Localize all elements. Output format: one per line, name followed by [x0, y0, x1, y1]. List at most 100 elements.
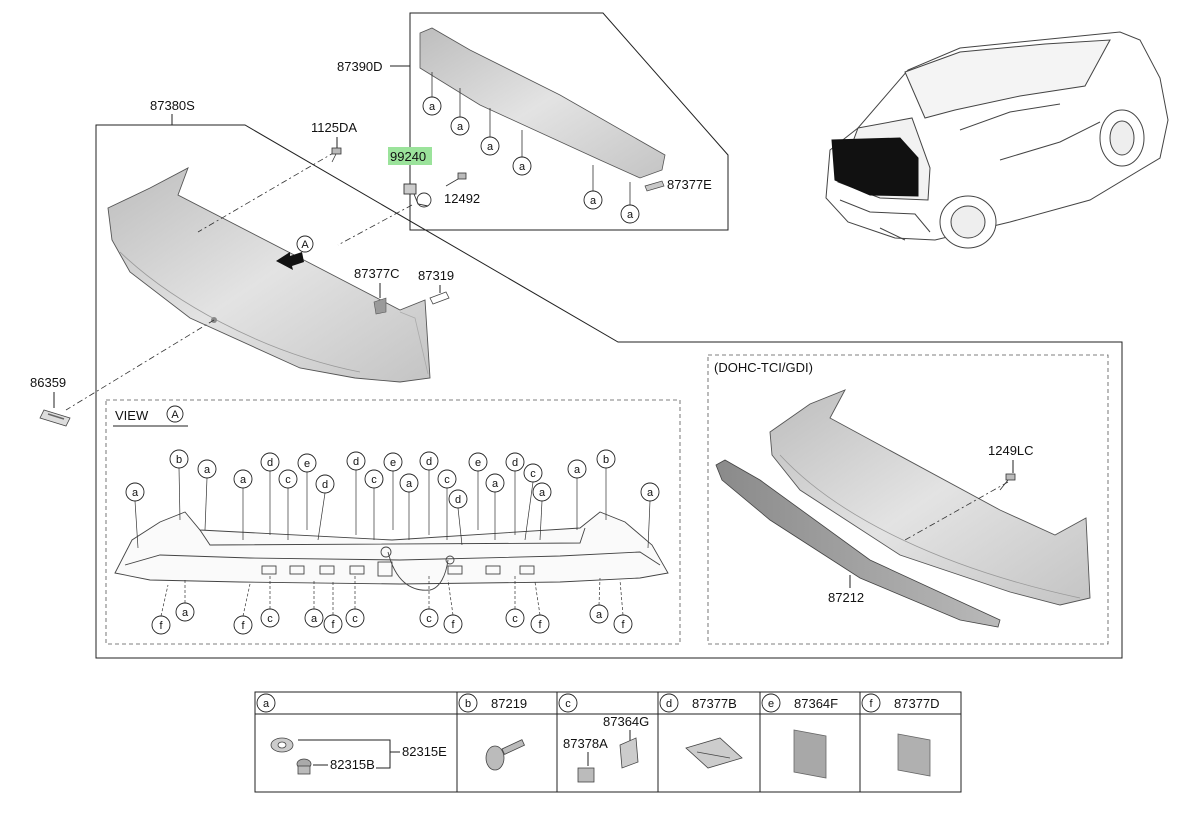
view-bottom-callout-text: f [331, 619, 335, 631]
bolt-1249LC [999, 473, 1016, 491]
callout-99240: 99240 [390, 149, 426, 164]
view-top-callout-text: c [444, 474, 450, 486]
view-top-callout-text: d [267, 457, 273, 469]
view-top-callout-text: b [603, 454, 609, 466]
legend-part-e: 87364F [794, 696, 838, 711]
legend-letter-a: a [256, 693, 276, 713]
callout-87390D: 87390D [337, 59, 383, 74]
view-top-callout-text: d [426, 456, 432, 468]
view-top-callout: a [233, 469, 253, 489]
view-top-callout-text: c [371, 474, 377, 486]
callout-87319: 87319 [418, 268, 454, 283]
legend-letter-c: c [558, 693, 578, 713]
pad-87377E [644, 180, 665, 192]
view-top-callout: d [315, 474, 335, 494]
legend-c-clip [577, 767, 595, 783]
view-arrow-A [276, 252, 304, 270]
rear-spoiler-87380S [107, 167, 431, 383]
arrow-ref-letter: A [301, 239, 309, 251]
view-top-callout: e [383, 452, 403, 472]
view-top-callout: d [260, 452, 280, 472]
main-frame [95, 124, 1123, 659]
callout-1125DA: 1125DA [311, 120, 357, 135]
view-bottom-callout: c [260, 608, 280, 628]
view-bottom-callout-text: f [241, 620, 245, 632]
view-top-callout: a [197, 459, 217, 479]
legend-c-pad [619, 737, 639, 769]
screw-12492 [445, 172, 467, 187]
view-top-callout-text: d [512, 457, 518, 469]
view-top-callout: d [346, 451, 366, 471]
view-top-callout: b [169, 449, 189, 469]
highlight-99240 [388, 147, 432, 165]
view-top-callout-text: a [647, 487, 654, 499]
legend-letter-f: f [861, 693, 881, 713]
view-top-callout: c [364, 469, 384, 489]
view-top-callout-text: a [492, 478, 499, 490]
callout-87212: 87212 [828, 590, 864, 605]
view-leader [534, 581, 541, 616]
lip-clip-callout-text: a [590, 195, 597, 207]
view-bottom-callout: c [345, 608, 365, 628]
view-bottom-callout: f [151, 615, 171, 635]
view-leader [178, 467, 181, 521]
camera-99240 [403, 183, 432, 208]
legend-letter-a-text: a [263, 698, 270, 710]
legend-table [254, 691, 962, 793]
spoiler-underside [114, 511, 669, 591]
legend-letter-d-text: d [666, 698, 672, 710]
view-top-callout: a [640, 482, 660, 502]
view-leader [204, 477, 208, 531]
view-bottom-callout-text: a [182, 607, 189, 619]
lip-clip-callout-text: a [429, 101, 436, 113]
view-top-callout-text: c [285, 474, 291, 486]
view-leader [242, 583, 251, 617]
view-top-callout: d [505, 452, 525, 472]
legend-part-d: 87377B [692, 696, 737, 711]
lip-clip-callout-text: a [519, 161, 526, 173]
view-top-callout: d [448, 489, 468, 509]
view-leader [160, 584, 169, 617]
legend-e-art [793, 729, 827, 779]
spoiler-lip-part [419, 27, 666, 179]
legend-f-art [897, 733, 931, 777]
view-top-callout: a [125, 482, 145, 502]
lip-87212 [715, 459, 1001, 628]
legend-letter-c-text: c [565, 698, 571, 710]
callout-1249LC: 1249LC [988, 443, 1034, 458]
view-leader [539, 500, 543, 541]
view-bottom-callout: f [613, 614, 633, 634]
view-bottom-callout-text: c [426, 613, 432, 625]
view-top-callout-text: d [353, 456, 359, 468]
view-top-callout-text: d [322, 479, 328, 491]
view-top-callout: c [437, 469, 457, 489]
legend-d-art [685, 737, 743, 769]
view-bottom-callout-text: f [538, 619, 542, 631]
view-top-callout: a [485, 473, 505, 493]
view-top-callout: c [523, 463, 543, 483]
view-ref-letter: A [171, 409, 179, 421]
legend-a-sub-82315E: 82315E [402, 744, 447, 759]
view-leader [134, 500, 139, 549]
spoiler-variant [769, 389, 1091, 606]
lip-clip-callout: a [512, 156, 532, 176]
view-top-callout: d [419, 451, 439, 471]
view-top-callout-text: e [390, 457, 396, 469]
pad-87377C [373, 297, 387, 315]
view-bottom-callout-text: a [311, 613, 318, 625]
view-top-callout: a [532, 482, 552, 502]
callout-86359: 86359 [30, 375, 66, 390]
view-top-callout-text: a [406, 478, 413, 490]
view-leader [447, 579, 454, 616]
view-bottom-callout-text: f [451, 619, 455, 631]
view-top-callout: e [468, 452, 488, 472]
lip-clip-callout-text: a [627, 209, 634, 221]
view-top-callout: a [567, 459, 587, 479]
view-top-callout: b [596, 449, 616, 469]
view-leader [619, 579, 624, 616]
view-leader [457, 507, 463, 546]
lip-clip-callout: a [620, 204, 640, 224]
view-top-callout: c [278, 469, 298, 489]
legend-letter-e-text: e [768, 698, 774, 710]
